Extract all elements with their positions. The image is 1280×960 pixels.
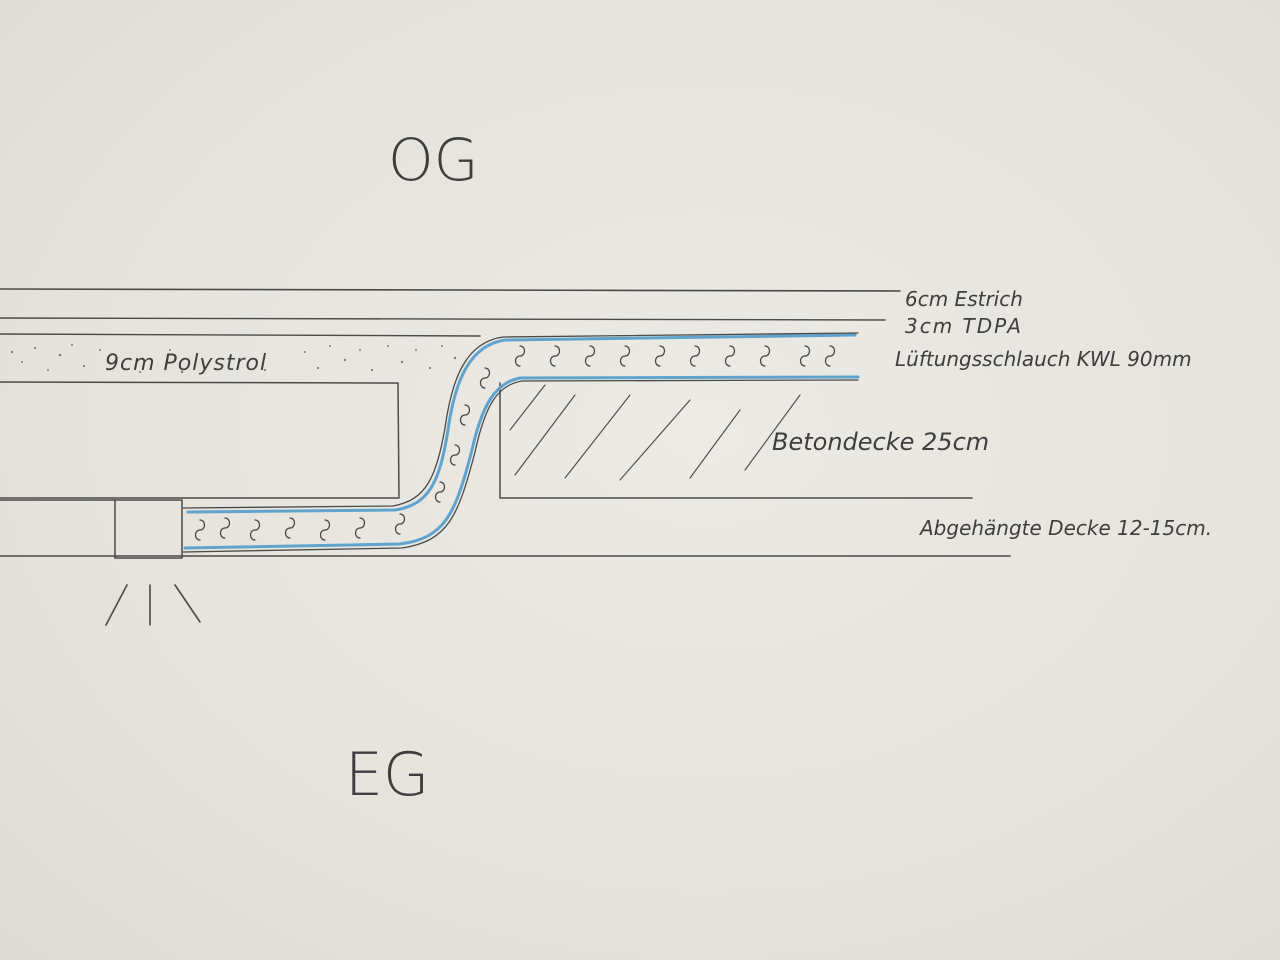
line-screed-top bbox=[0, 288, 901, 292]
concrete-hatching bbox=[509, 384, 801, 481]
label-impact-sound: 3cm TDPA bbox=[905, 314, 1023, 338]
line-tdpa-bottom-left bbox=[0, 333, 481, 337]
ventilation-duct bbox=[182, 332, 860, 553]
label-duct: Lüftungsschlauch KWL 90mm bbox=[895, 347, 1192, 371]
label-og: OG bbox=[388, 126, 479, 194]
label-suspended-ceiling: Abgehängte Decke 12-15cm. bbox=[918, 516, 1212, 540]
light-rays-icon bbox=[105, 584, 201, 626]
concrete-right-outline bbox=[499, 382, 973, 499]
label-screed: 6cm Estrich bbox=[905, 287, 1023, 311]
label-concrete: Betondecke 25cm bbox=[772, 428, 989, 456]
insulation-speckle bbox=[10, 344, 457, 374]
ceiling-outlet-box bbox=[114, 499, 183, 559]
label-insulation: 9cm Polystrol bbox=[105, 351, 267, 376]
line-screed-bottom bbox=[0, 317, 886, 321]
label-eg: EG bbox=[345, 740, 429, 810]
concrete-left-outline bbox=[0, 381, 400, 499]
